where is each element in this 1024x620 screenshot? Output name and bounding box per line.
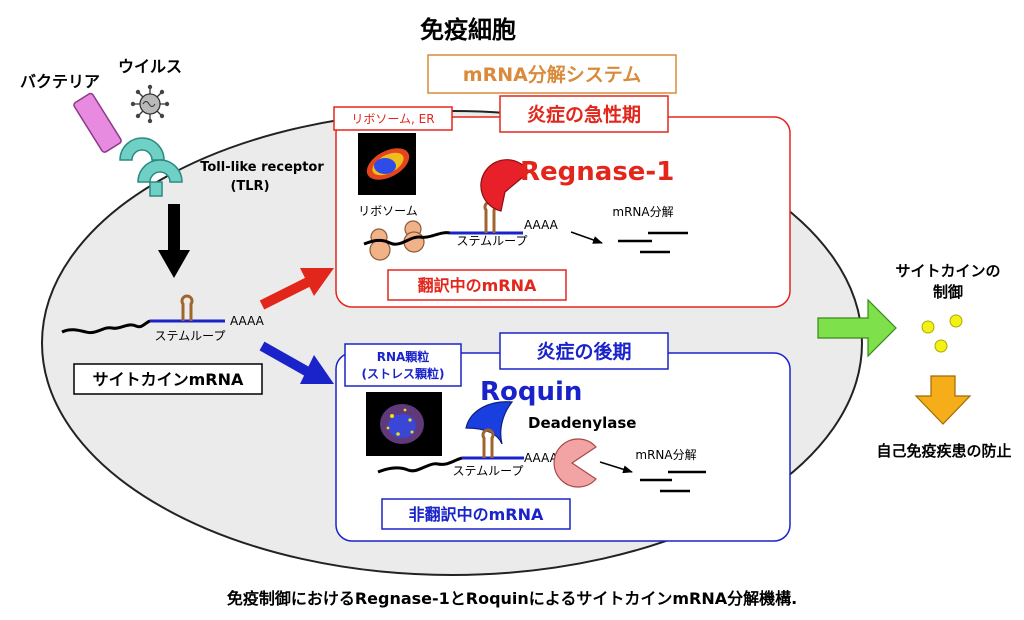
deadenylase-label: Deadenylase — [528, 414, 636, 432]
mrna-decay-system-box — [427, 54, 677, 94]
cytokine-polya: AAAA — [230, 314, 265, 328]
acute-decay-arrow — [570, 231, 603, 244]
acute-decay-fragments — [618, 231, 688, 254]
regnase-1-label: Regnase-1 — [520, 157, 674, 187]
acute-location-box — [333, 106, 453, 131]
cytokine-control-label-2: 制御 — [933, 283, 963, 301]
bacteria-label: バクテリア — [20, 72, 100, 91]
acute-mrna-state-box — [387, 269, 567, 301]
deadenylase-shape — [553, 438, 597, 488]
diagram-title: 免疫細胞 — [420, 16, 516, 44]
acute-stemloop-label: ステムループ — [457, 234, 528, 248]
late-location-label-1: RNA顆粒 — [377, 349, 430, 364]
acute-phase-arrow — [259, 268, 334, 310]
bacteria-icon — [73, 92, 122, 153]
cytokine-mrna-box — [73, 363, 263, 395]
cytokine-control-label-1: サイトカインの — [895, 262, 1000, 280]
virus-label: ウイルス — [118, 57, 182, 76]
cytokine-stemloop-label: ステムループ — [155, 329, 226, 343]
late-location-box — [344, 343, 462, 387]
late-mrna-state-box — [381, 498, 571, 530]
autoimmune-prevention-label: 自己免疫疾患の防止 — [876, 442, 1011, 460]
cytokine-mrna-label: サイトカインmRNA — [93, 370, 244, 389]
late-decay-fragments — [640, 470, 706, 493]
late-decay-label: mRNA分解 — [635, 448, 696, 462]
tlr-abbrev: (TLR) — [230, 179, 269, 194]
late-mrna — [377, 428, 524, 474]
acute-polya: AAAA — [524, 218, 559, 232]
result-arrow — [914, 375, 972, 425]
late-mrna-state-label: 非翻訳中のmRNA — [409, 505, 544, 524]
mrna-decay-system-label: mRNA分解システム — [463, 63, 641, 86]
virus-icon — [130, 84, 170, 124]
cytokine-mrna — [61, 294, 225, 335]
signal-arrow — [158, 204, 190, 278]
ribosome-icon — [369, 220, 425, 261]
acute-phase-label: 炎症の急性期 — [527, 103, 641, 126]
late-phase-box — [499, 332, 669, 370]
acute-decay-label: mRNA分解 — [612, 205, 673, 219]
regnase-1-shape — [480, 159, 530, 212]
cytokine-dots — [921, 314, 963, 353]
late-decay-arrow — [599, 461, 633, 474]
output-arrow — [817, 298, 897, 358]
late-phase-arrow — [259, 341, 334, 384]
tlr-receptor-icon — [119, 137, 183, 197]
late-phase-label: 炎症の後期 — [536, 340, 631, 363]
ribosome-label: リボソーム — [358, 204, 418, 218]
roquin-shape — [465, 401, 514, 445]
rna-granule-micrograph — [366, 392, 442, 456]
tlr-label: Toll-like receptor — [200, 160, 324, 175]
late-location-label-2: (ストレス顆粒) — [362, 366, 445, 381]
acute-mrna-state-label: 翻訳中のmRNA — [418, 276, 537, 295]
ribosome-micrograph — [358, 133, 416, 195]
late-polya: AAAA — [524, 451, 559, 465]
late-stemloop-label: ステムループ — [453, 464, 524, 478]
acute-location-label: リボソーム, ER — [351, 112, 434, 126]
figure-caption: 免疫制御におけるRegnase-1とRoquinによるサイトカインmRNA分解機… — [227, 589, 797, 608]
acute-phase-box — [499, 95, 669, 133]
